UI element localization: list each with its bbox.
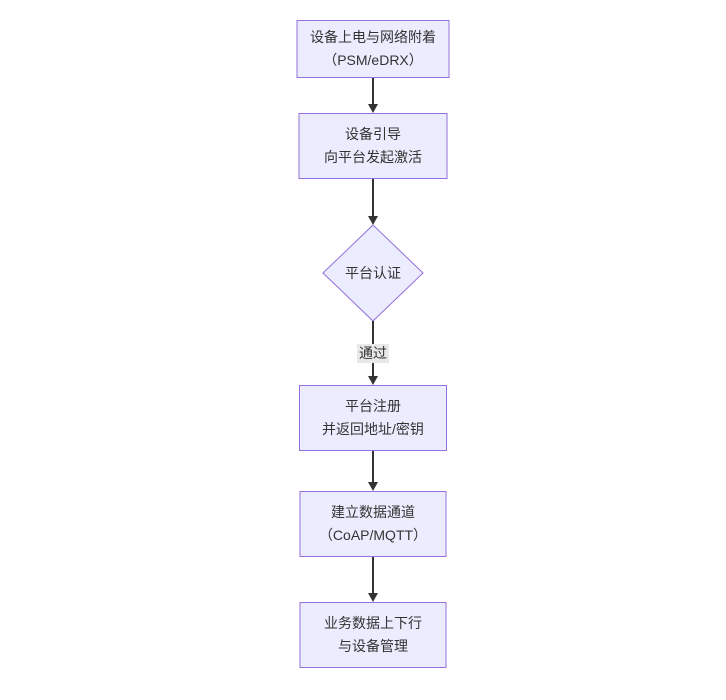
node-label-line: 设备上电与网络附着: [310, 29, 436, 45]
node-label-line: 设备引导: [345, 126, 401, 142]
node-label-line: 业务数据上下行: [324, 615, 422, 631]
flow-node-business-data: 业务数据上下行 与设备管理: [299, 602, 447, 668]
node-label-line: 与设备管理: [338, 638, 408, 654]
arrowhead-down-icon: [368, 376, 378, 385]
edge-power-to-bootstrap: [368, 78, 378, 113]
node-label-line: （PSM/eDRX）: [323, 52, 423, 68]
arrowhead-down-icon: [368, 104, 378, 113]
flow-node-bootstrap: 设备引导 向平台发起激活: [298, 113, 448, 179]
node-label-line: 建立数据通道: [331, 504, 415, 520]
edge-label-pass: 通过: [357, 344, 389, 363]
flow-node-power-attach: 设备上电与网络附着 （PSM/eDRX）: [296, 20, 450, 78]
decision-node-platform-auth: 平台认证: [322, 224, 424, 322]
edge-line: [372, 179, 374, 216]
node-label-line: 并返回地址/密钥: [322, 421, 424, 437]
edge-channel-to-business: [368, 557, 378, 602]
edge-auth-to-register: 通过: [357, 321, 389, 385]
arrowhead-down-icon: [368, 482, 378, 491]
edge-line: [372, 451, 374, 482]
flow-node-platform-register: 平台注册 并返回地址/密钥: [299, 385, 447, 451]
node-label-line: 平台认证: [345, 265, 401, 281]
edge-register-to-channel: [368, 451, 378, 491]
edge-bootstrap-to-auth: [368, 179, 378, 225]
flow-node-data-channel: 建立数据通道 （CoAP/MQTT）: [299, 491, 447, 557]
node-label-line: 向平台发起激活: [324, 149, 422, 165]
node-label-line: （CoAP/MQTT）: [318, 527, 428, 543]
edge-line: [372, 78, 374, 104]
node-label-line: 平台注册: [345, 398, 401, 414]
edge-line: [372, 557, 374, 593]
arrowhead-down-icon: [368, 216, 378, 225]
arrowhead-down-icon: [368, 593, 378, 602]
